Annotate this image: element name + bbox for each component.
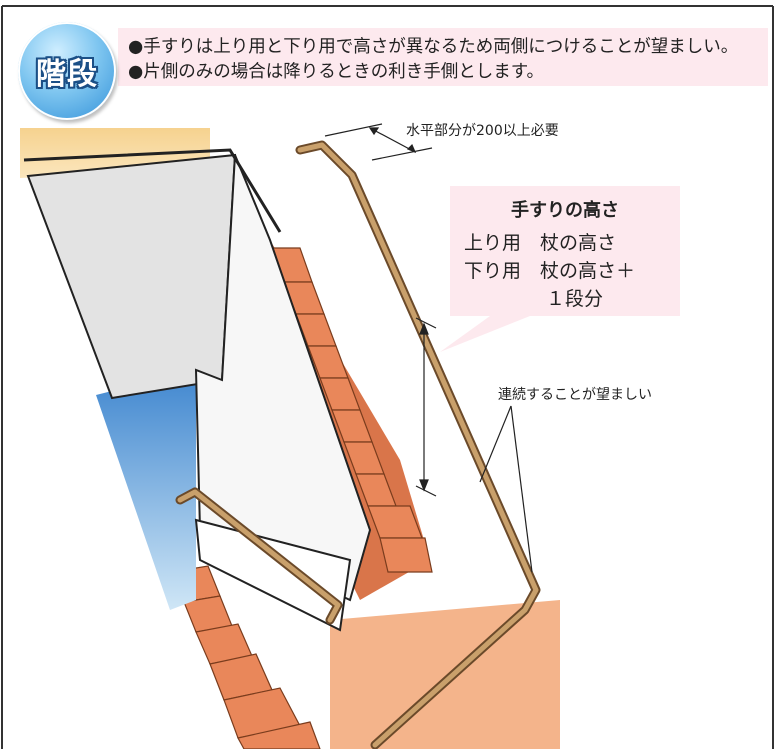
partition-wall-end [194, 518, 352, 632]
shadow-wall [26, 153, 237, 400]
section-badge: 階段 [18, 22, 116, 120]
callout-row-down: 下り用 杖の高さ＋ [464, 260, 636, 282]
blue-wall [96, 370, 196, 610]
header-note-line-2: ●片側のみの場合は降りるときの利き手側とします。 [128, 62, 545, 82]
handrail-height-callout: 手すりの高さ 上り用 杖の高さ 下り用 杖の高さ＋ １段分 [450, 186, 680, 316]
horizontal-part-label: 水平部分が200以上必要 [406, 123, 559, 139]
right-handrail [295, 140, 541, 749]
continuous-leader [479, 405, 533, 573]
left-handrail [175, 487, 343, 625]
landing-floor [330, 600, 560, 749]
callout-pointer [440, 316, 530, 352]
section-badge-label: 階段 [36, 57, 98, 92]
header-note-band [118, 28, 768, 86]
wall-top-edge [23, 148, 282, 233]
callout-row-step: １段分 [546, 288, 604, 310]
header-note-line-1: ●手すりは上り用と下り用で高さが異なるため両側につけることが望ましい。 [128, 37, 739, 57]
callout-title: 手すりの高さ [511, 200, 619, 221]
callout-row-up: 上り用 杖の高さ [464, 232, 617, 254]
height-dimension [415, 317, 437, 497]
continuous-label: 連続することが望ましい [498, 387, 652, 403]
horizontal-dimension [324, 123, 433, 161]
